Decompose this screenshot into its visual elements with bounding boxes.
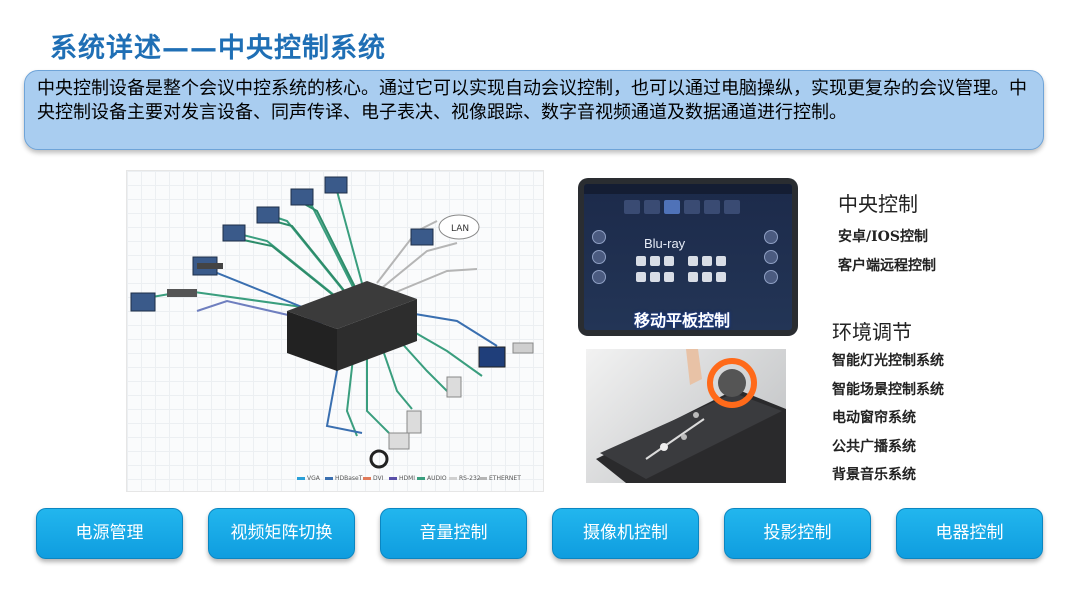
page-title: 系统详述——中央控制系统 [50,33,386,64]
tablet-tile-icon [664,200,680,214]
touch-panel-photo [586,349,786,483]
volume-control-button[interactable]: 音量控制 [380,508,527,559]
tablet-screen: Blu-ray [584,184,792,330]
legend-ethernet: ETHERNET [489,475,521,482]
tablet-round-button-icon [592,270,606,284]
tablet-volume-icon [764,230,778,244]
environment-item-broadcast: 公共广播系统 [832,439,916,455]
legend-hdbaset: HDBaseT [335,475,363,482]
camera-control-button[interactable]: 摄像机控制 [552,508,699,559]
environment-item-scene: 智能场景控制系统 [832,382,944,398]
tablet-key-icon [702,272,712,282]
central-item-android-ios: 安卓/IOS控制 [838,229,928,245]
system-diagram: LAN VGA HDBaseT DVI HDMI AUDIO RS-232 [126,170,544,492]
tablet-key-icon [688,256,698,266]
legend-audio: AUDIO [427,475,447,482]
wiring-diagram-graphic: LAN VGA HDBaseT DVI HDMI AUDIO RS-232 [130,176,534,482]
projector-control-button[interactable]: 投影控制 [724,508,871,559]
tablet-tile-icon [644,200,660,214]
legend-dvi: DVI [373,475,384,482]
central-item-remote-client: 客户端远程控制 [838,258,936,274]
tablet-caption: 移动平板控制 [634,311,731,330]
tablet-round-button-icon [592,230,606,244]
tablet-status-bar [584,184,792,194]
tablet-key-icon [716,272,726,282]
tablet-key-icon [716,256,726,266]
lan-label: LAN [451,224,469,234]
tablet-key-icon [664,272,674,282]
legend-vga: VGA [307,475,321,482]
environment-item-curtain: 电动窗帘系统 [832,410,916,426]
tablet-key-icon [688,272,698,282]
central-control-heading: 中央控制 [838,192,918,216]
intro-text-box: 中央控制设备是整个会议中控系统的核心。通过它可以实现自动会议控制，也可以通过电脑… [24,70,1044,150]
power-management-button[interactable]: 电源管理 [36,508,183,559]
tablet-image: Blu-ray 移动平板控制 [578,178,798,336]
environment-heading: 环境调节 [832,320,912,344]
appliance-control-button[interactable]: 电器控制 [896,508,1043,559]
touch-panel-graphic [596,349,786,483]
legend-rs232: RS-232 [459,475,481,482]
tablet-round-button-icon [592,250,606,264]
legend-hdmi: HDMI [399,475,415,482]
tablet-volume-icon [764,250,778,264]
video-matrix-button[interactable]: 视频矩阵切换 [208,508,355,559]
tablet-blu-ray-label: Blu-ray [644,236,686,251]
tablet-key-icon [702,256,712,266]
tablet-key-icon [636,272,646,282]
tablet-tile-icon [624,200,640,214]
tablet-volume-icon [764,270,778,284]
tablet-key-icon [650,256,660,266]
environment-item-lighting: 智能灯光控制系统 [832,353,944,369]
tablet-key-icon [650,272,660,282]
tablet-tile-icon [704,200,720,214]
tablet-key-icon [664,256,674,266]
environment-item-music: 背景音乐系统 [832,467,916,483]
tablet-key-icon [636,256,646,266]
tablet-tile-icon [724,200,740,214]
tablet-tile-icon [684,200,700,214]
